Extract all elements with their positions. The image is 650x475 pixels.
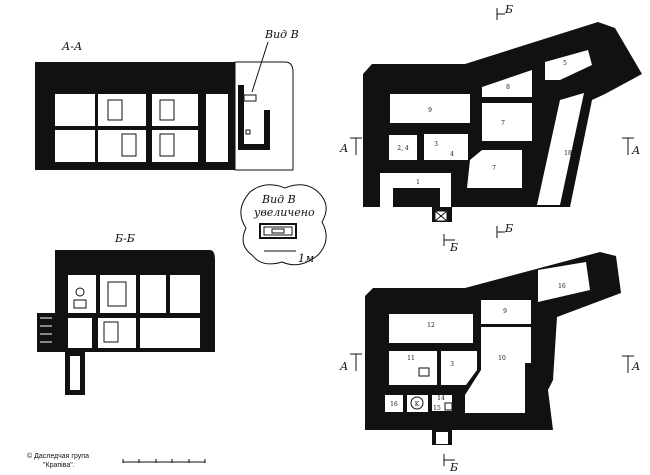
section-mark-a: А [631, 360, 640, 373]
room-label: K [415, 401, 420, 408]
room-label: 8 [506, 84, 510, 91]
section-mark-b: Б [504, 3, 513, 16]
room-label: 3 [450, 361, 454, 368]
room-label: 12 [427, 322, 435, 329]
room-label: 18 [564, 150, 572, 157]
credit-line-2: "Крапіва". [43, 461, 75, 469]
section-mark-a: А [631, 144, 640, 157]
callout-title: Вид В [261, 193, 296, 206]
room-label: 7 [492, 165, 496, 172]
section-mark-a: А [339, 142, 348, 155]
room-label: 10 [498, 355, 506, 362]
section-mark-b: Б [449, 461, 458, 474]
credit-line-1: © Даследчая група [27, 452, 89, 460]
section-a-a: А-А Вид В [35, 28, 299, 171]
section-a-a-title: А-А [61, 40, 82, 53]
callout-subtitle: увеличено [253, 206, 315, 219]
section-mark-a: А [339, 360, 348, 373]
room-label: 15 [433, 405, 441, 412]
room-label: 16 [390, 401, 398, 408]
plan-upper-level: 9 2, 4 3 4 1 8 7 7 5 18 [363, 22, 642, 222]
room-label: 14 [437, 395, 445, 402]
view-b-label: Вид В [264, 28, 299, 41]
room-label: 9 [503, 308, 507, 315]
section-b-b-title: Б-Б [114, 232, 135, 245]
plan-lower-level: 12 11 3 9 10 16 16 K 14 15 [365, 252, 621, 445]
section-mark-b: Б [504, 222, 513, 235]
room-label: 16 [558, 283, 566, 290]
room-label: 7 [501, 120, 505, 127]
room-label: 2, 4 [397, 145, 409, 152]
room-label: 1 [416, 179, 420, 186]
room-label: 9 [428, 107, 432, 114]
room-label: 5 [563, 60, 567, 67]
room-label: 11 [407, 355, 415, 362]
section-markers: А А А А Б Б Б Б [339, 3, 640, 474]
section-b-b: Б-Б [37, 232, 215, 395]
callout-scale-label: 1м [298, 252, 314, 265]
section-mark-b: Б [449, 241, 458, 254]
scale-bar [122, 459, 206, 463]
room-label: 3 [434, 141, 438, 148]
view-b-enlarged-callout: Вид В увеличено 1м [240, 184, 327, 266]
room-label: 4 [450, 151, 454, 158]
